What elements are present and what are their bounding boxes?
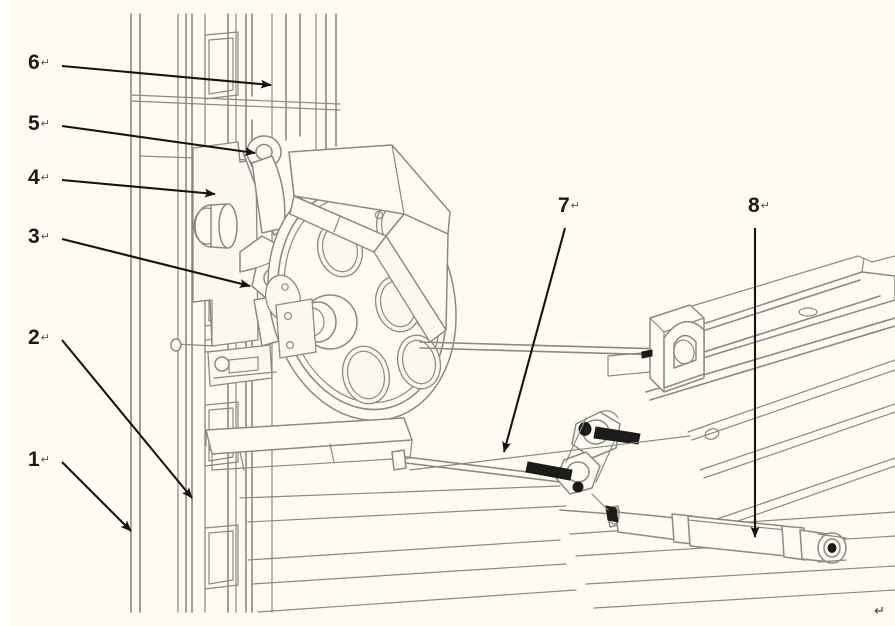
callout-number-8: 8↵: [748, 195, 770, 216]
callout-7-return-mark: ↵: [570, 199, 580, 212]
roller-bearing-boss: [193, 203, 238, 249]
callout-number-3: 3↵: [28, 226, 50, 247]
callout-5-return-mark: ↵: [40, 117, 50, 130]
callout-3-return-mark: ↵: [40, 230, 50, 243]
lower-guide-rails: [247, 539, 577, 613]
pillow-block-bearing: [607, 304, 705, 393]
hydraulic-cylinder: [559, 493, 847, 564]
callout-number-7: 7↵: [558, 195, 580, 216]
callout-8-return-mark: ↵: [760, 199, 770, 212]
callout-3-value: 3: [28, 225, 40, 248]
callout-4-return-mark: ↵: [40, 171, 50, 184]
document-return-mark: ↵: [874, 603, 885, 618]
callout-number-4: 4↵: [28, 167, 50, 188]
callout-number-1: 1↵: [28, 449, 50, 470]
callout-number-6: 6↵: [28, 52, 50, 73]
callout-1-return-mark: ↵: [40, 453, 50, 466]
callout-8-value: 8: [748, 194, 760, 217]
callout-5-value: 5: [28, 112, 40, 135]
callout-4-value: 4: [28, 166, 40, 189]
lower-carriage-beam: [205, 417, 413, 471]
callout-number-2: 2↵: [28, 327, 50, 348]
callout-1-value: 1: [28, 448, 40, 471]
bellcrank-knuckle-joint: [525, 410, 641, 495]
callout-6-value: 6: [28, 51, 40, 74]
callout-number-5: 5↵: [28, 113, 50, 134]
callout-6-return-mark: ↵: [40, 56, 50, 69]
gearbox-cowl-housing: [288, 144, 451, 343]
pivot-linkage-arm: [239, 135, 290, 347]
callout-2-return-mark: ↵: [40, 331, 50, 344]
callout-2-value: 2: [28, 326, 40, 349]
callout-7-value: 7: [558, 194, 570, 217]
